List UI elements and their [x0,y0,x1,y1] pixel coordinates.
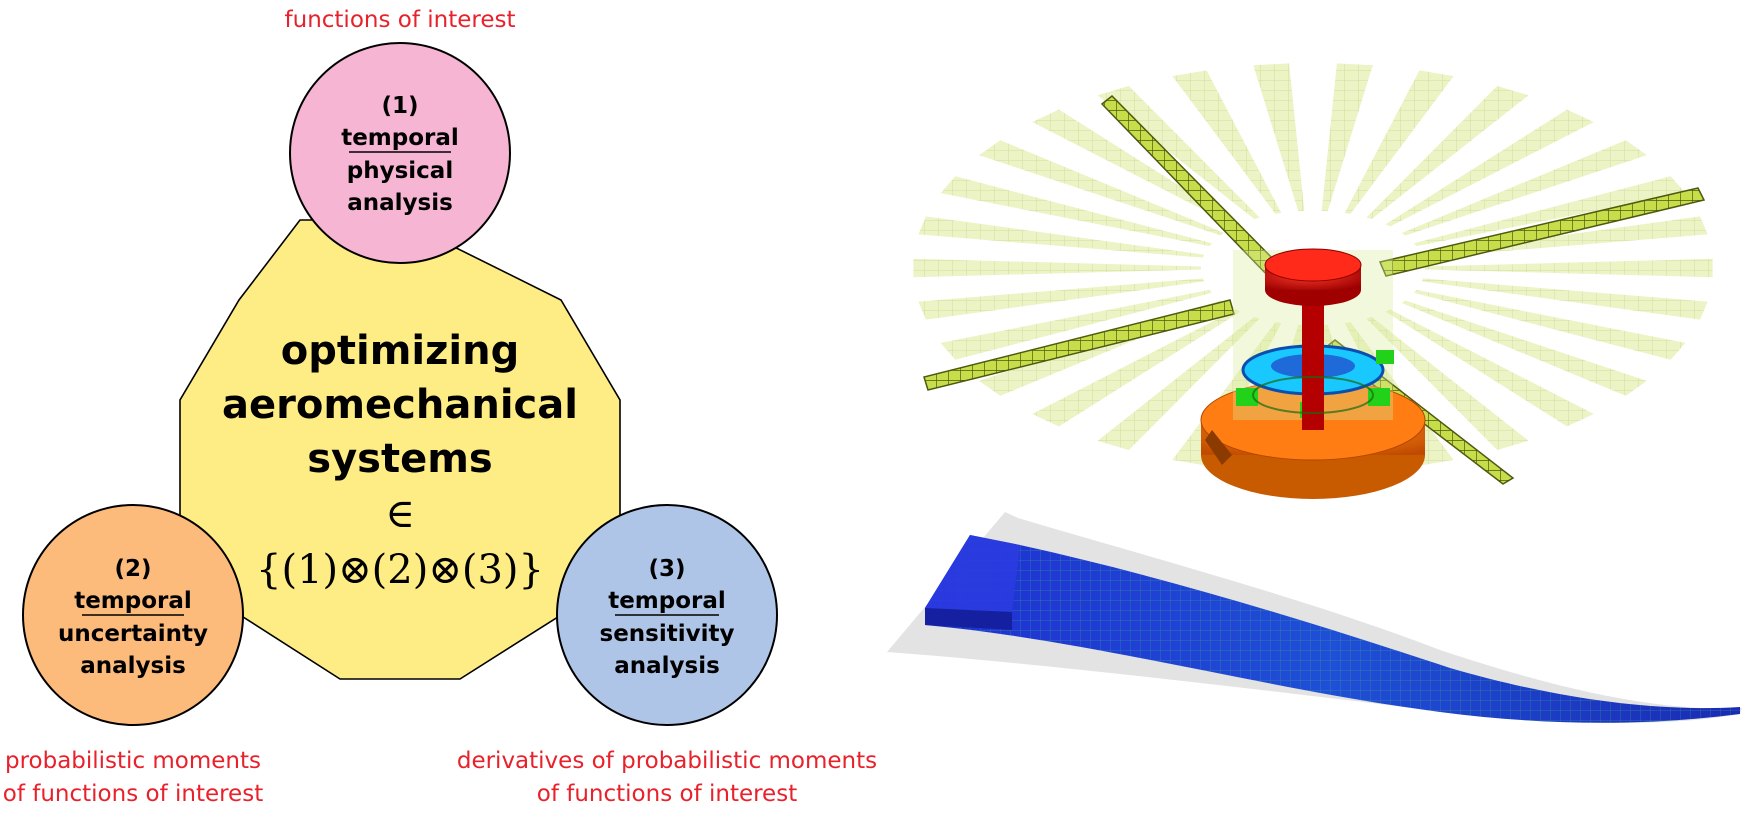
node-number: (3) [648,556,685,582]
node-label-line2: uncertainty [58,621,208,647]
ghost-blade [1032,309,1241,427]
node-underlined-label: temporal [74,588,192,614]
ghost-blade [1366,86,1529,220]
ghost-blade [1414,289,1686,360]
pitch-link-ring [1252,376,1374,414]
node-physical-analysis: (1) temporal physical analysis [289,42,511,264]
ghost-blade [1172,70,1282,214]
node-label-line3: analysis [80,653,186,679]
center-label: optimizing aeromechanical systems ∈ {(1)… [222,328,578,593]
node-underlined-label: temporal [608,588,726,614]
ghost-blade [1401,300,1647,396]
central-octagon [179,219,621,680]
ghost-blade [918,216,1205,258]
dependency-diagram: optimizing aeromechanical systems ∈ {(1)… [3,7,877,807]
node-number: (1) [381,93,418,119]
ghost-blade [940,176,1212,247]
node-sensitivity-analysis: (3) temporal sensitivity analysis [556,504,778,726]
link-north-east [1376,350,1394,364]
deformed-blade-figure [887,512,1742,723]
node-label-line3: analysis [347,190,453,216]
caption-line: derivatives of probabilistic moments [457,748,877,774]
node3-caption: derivatives of probabilistic moments of … [457,748,877,807]
blade-west [923,299,1235,391]
blade-root-block [925,535,1020,612]
rotor-model-figure [913,63,1713,499]
node-underlined-label: temporal [341,125,459,151]
ghost-blade [979,140,1225,236]
element-of-symbol: ∈ [385,491,415,537]
center-line-3: systems [307,436,492,482]
ghost-blade [1425,258,1713,278]
blade-mesh-overlay [925,535,1740,723]
ghost-blade [1401,140,1647,236]
ghost-blade [1344,70,1454,214]
hub-cap-top [1264,248,1362,282]
ghost-blade [1321,63,1373,212]
ghost-blade [1097,86,1260,220]
ghost-blade [1385,109,1594,227]
caption-line: probabilistic moments [5,748,261,774]
node2-caption: probabilistic moments of functions of in… [3,748,263,807]
rotor-shaft [1302,300,1324,430]
ghost-blade [1032,109,1241,227]
ghost-blade-sweep [913,63,1713,473]
ghost-blade [1097,316,1260,450]
caption-line: functions of interest [285,7,516,33]
center-line-2: aeromechanical [222,382,578,428]
ghost-blade [1421,278,1708,320]
blade-east [1378,187,1706,277]
node-label-line2: physical [347,158,453,184]
center-line-1: optimizing [281,328,519,374]
node-circle-1 [289,42,511,264]
node-number: (2) [114,556,151,582]
ghost-blade [913,258,1201,278]
node-label-line2: sensitivity [600,621,735,647]
caption-line: of functions of interest [537,781,797,807]
ghost-blade [918,278,1205,320]
node-label-line3: analysis [614,653,720,679]
ghost-blade [1366,316,1529,450]
node1-caption: functions of interest [285,7,516,33]
blade-root-face [925,608,1012,630]
caption-line: of functions of interest [3,781,263,807]
ghost-blade [940,289,1212,360]
ghost-blade [1414,176,1686,247]
ghost-blade [1385,309,1594,427]
node-uncertainty-analysis: (2) temporal uncertainty analysis [22,504,244,726]
actuator-arm [1205,430,1232,465]
tensor-product-formula: {(1)⊗(2)⊗(3)} [256,547,544,593]
hub-assembly [1200,248,1426,499]
ghost-blade [1253,63,1305,212]
